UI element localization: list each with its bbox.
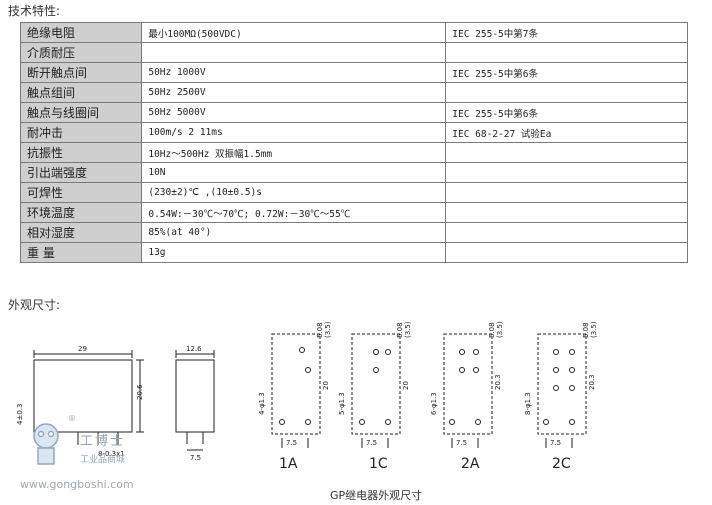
spec-standard-cell: IEC 255-5中第6条 (445, 62, 688, 83)
spec-standard-cell (445, 202, 688, 223)
spec-value-cell (141, 42, 447, 63)
spec-table: 绝缘电阻最小100MΩ(500VDC)IEC 255-5中第7条介质耐压断开触点… (19, 22, 688, 263)
variant-label-2a: 2A (461, 456, 480, 472)
side-view: 12.6 7.5 (175, 345, 215, 462)
front-width-text: 29 (78, 345, 87, 353)
spec-value-cell: 最小100MΩ(500VDC) (141, 22, 447, 43)
spec-value-cell: 50Hz 2500V (141, 82, 447, 103)
side-pitch-text: 7.5 (190, 454, 201, 462)
watermark-brand: 工博士 (80, 434, 126, 449)
drawing-svg: 29 20.6 4±0.3 8-0.3x1 12.6 7.5 7.5 4- (16, 321, 598, 465)
hole-text-1c: 5-φ1.3 (338, 392, 346, 415)
variant-2c: 7.5 8-φ1.3 20.3 5.08 (3.5) (524, 321, 598, 448)
spec-name-cell: 耐冲击 (19, 122, 143, 143)
spec-standard-cell (445, 142, 688, 163)
top-alt-text-2a: (3.5) (496, 321, 504, 338)
height-text-1c: 20 (402, 381, 410, 390)
spec-name-cell: 可焊性 (19, 182, 143, 203)
front-view: 29 20.6 4±0.3 8-0.3x1 (16, 345, 144, 458)
front-pin-text: 4±0.3 (16, 404, 24, 425)
side-width-text: 12.6 (186, 345, 202, 353)
spec-name-cell: 相对湿度 (19, 222, 143, 243)
front-pin-size-text: 8-0.3x1 (98, 450, 125, 458)
spec-name-cell: 断开触点间 (19, 62, 143, 83)
front-height-text: 20.6 (136, 384, 144, 400)
watermark-reg: ® (68, 414, 76, 423)
spec-standard-cell (445, 182, 688, 203)
spec-value-cell: 10Hz～500Hz 双振幅1.5mm (141, 142, 447, 163)
spec-name-cell: 介质耐压 (19, 42, 143, 63)
height-text-1a: 20 (322, 381, 330, 390)
spec-name-cell: 环境温度 (19, 202, 143, 223)
watermark-url: www.gongboshi.com (20, 478, 134, 491)
variant-1a: 7.5 4-φ1.3 20 5.08 (3.5) (258, 321, 332, 448)
robot-logo-icon (33, 423, 59, 465)
spec-value-cell: (230±2)℃ ,(10±0.5)s (141, 182, 447, 203)
height-text-2a: 20.3 (494, 374, 502, 390)
spec-standard-cell (445, 222, 688, 243)
hole-text-2c: 8-φ1.3 (524, 392, 532, 415)
spec-value-cell: 13g (141, 242, 447, 263)
spec-value-cell: 10N (141, 162, 447, 183)
top-text-2a: 5.08 (488, 322, 496, 338)
spec-name-cell: 引出端强度 (19, 162, 143, 183)
spec-heading: 技术特性: (8, 4, 61, 18)
dimension-drawing: 29 20.6 4±0.3 8-0.3x1 12.6 7.5 7.5 4- (0, 310, 712, 505)
top-alt-text-1c: (3.5) (404, 321, 412, 338)
spec-name-cell: 抗振性 (19, 142, 143, 163)
pitch-text-2c: 7.5 (550, 439, 561, 447)
spec-standard-cell (445, 42, 688, 63)
spec-row: 绝缘电阻最小100MΩ(500VDC)IEC 255-5中第7条 (19, 22, 688, 43)
spec-standard-cell (445, 82, 688, 103)
variant-label-1a: 1A (279, 456, 298, 472)
variant-label-1c: 1C (369, 456, 388, 472)
top-alt-text-1a: (3.5) (324, 321, 332, 338)
top-alt-text-2c: (3.5) (590, 321, 598, 338)
variant-2a: 7.5 6-φ1.3 20.3 5.08 (3.5) (430, 321, 504, 448)
top-text-2c: 5.08 (582, 322, 590, 338)
spec-name-cell: 触点与线圈间 (19, 102, 143, 123)
top-text-1a: 5.08 (316, 322, 324, 338)
spec-name-cell: 触点组间 (19, 82, 143, 103)
spec-value-cell: 100m/s 2 11ms (141, 122, 447, 143)
spec-standard-cell (445, 162, 688, 183)
pitch-text-1a: 7.5 (286, 439, 297, 447)
spec-value-cell: 50Hz 5000V (141, 102, 447, 123)
spec-standard-cell: IEC 255-5中第7条 (445, 22, 688, 43)
watermark-sub: 工业品商城 (80, 455, 126, 465)
spec-value-cell: 0.54W:－30℃～70℃; 0.72W:－30℃～55℃ (141, 202, 447, 223)
spec-standard-cell: IEC 255-5中第6条 (445, 102, 688, 123)
hole-text-1a: 4-φ1.3 (258, 392, 266, 415)
pitch-text-2a: 7.5 (456, 439, 467, 447)
spec-standard-cell (445, 242, 688, 263)
dims-heading: 外观尺寸: (8, 298, 61, 312)
pitch-text-1c: 7.5 (366, 439, 377, 447)
variant-1c: 7.5 5-φ1.3 20 5.08 (3.5) (338, 321, 412, 448)
spec-value-cell: 85%(at 40°) (141, 222, 447, 243)
spec-name-cell: 重 量 (19, 242, 143, 263)
spec-standard-cell: IEC 68-2-27 试验Ea (445, 122, 688, 143)
spec-row: 介质耐压 (19, 42, 688, 63)
variant-label-2c: 2C (552, 456, 571, 472)
height-text-2c: 20.3 (588, 374, 596, 390)
spec-row: 可焊性(230±2)℃ ,(10±0.5)s (19, 182, 688, 203)
spec-name-cell: 绝缘电阻 (19, 22, 143, 43)
drawing-caption: GP继电器外观尺寸 (330, 489, 423, 502)
spec-value-cell: 50Hz 1000V (141, 62, 447, 83)
top-text-1c: 5.08 (396, 322, 404, 338)
hole-text-2a: 6-φ1.3 (430, 392, 438, 415)
